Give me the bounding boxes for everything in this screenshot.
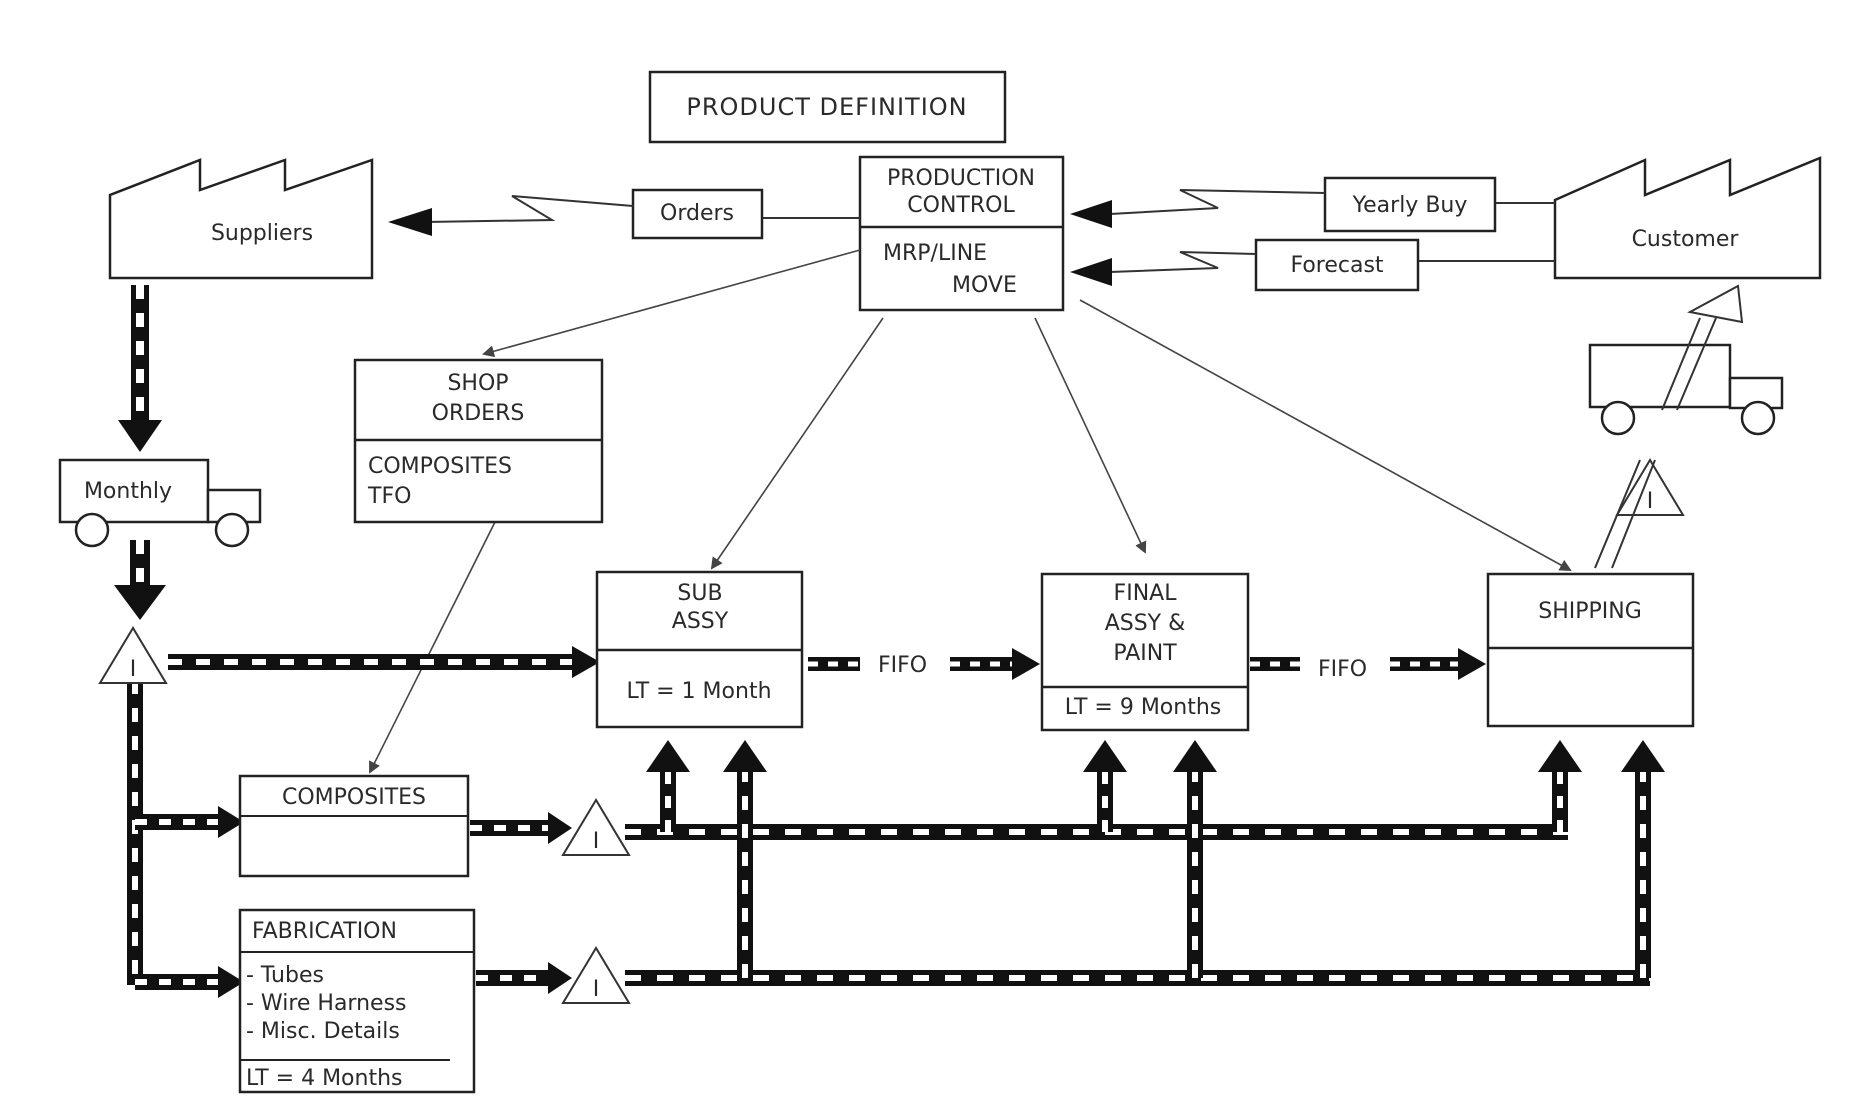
production-control-line2: CONTROL xyxy=(907,193,1015,218)
arrow-yearly-buy-icon xyxy=(1070,200,1112,228)
inventory-triangle-icon: I xyxy=(1615,458,1685,516)
fabrication-box: FABRICATION - Tubes - Wire Harness - Mis… xyxy=(238,908,476,1094)
final-assy-line3: PAINT xyxy=(1113,641,1177,666)
svg-text:I: I xyxy=(593,977,600,1002)
monthly-truck-icon: Monthly xyxy=(58,458,262,548)
inventory-triangle-icon: I xyxy=(561,946,631,1004)
monthly-label: Monthly xyxy=(84,479,172,504)
suppliers-label: Suppliers xyxy=(211,221,313,246)
product-definition-label: PRODUCT DEFINITION xyxy=(686,93,967,121)
shop-orders-box: SHOP ORDERS COMPOSITES TFO xyxy=(353,358,604,524)
customer-factory-icon: Customer xyxy=(1553,156,1822,280)
svg-text:I: I xyxy=(130,657,137,682)
shipment-truck-icon xyxy=(1588,343,1784,436)
shipping-label: SHIPPING xyxy=(1538,599,1642,624)
production-control-line1: PRODUCTION xyxy=(887,166,1035,191)
production-control-sub1: MRP/LINE xyxy=(883,241,987,266)
sub-assy-line2: ASSY xyxy=(672,609,729,634)
final-assy-line2: ASSY & xyxy=(1105,611,1186,636)
orders-flow: Orders xyxy=(388,188,860,240)
fabrication-item-misc: - Misc. Details xyxy=(246,1019,400,1044)
fifo-label-1: FIFO xyxy=(878,653,927,678)
fabrication-item-wire-harness: - Wire Harness xyxy=(246,991,407,1016)
final-assy-box: FINAL ASSY & PAINT LT = 9 Months xyxy=(1040,572,1250,732)
yearly-buy-flow: Yearly Buy xyxy=(1070,176,1555,233)
shop-orders-line2: ORDERS xyxy=(432,401,525,426)
production-control-box: PRODUCTION CONTROL MRP/LINE MOVE xyxy=(858,155,1065,312)
fabrication-lead-time: LT = 4 Months xyxy=(246,1066,403,1091)
customer-label: Customer xyxy=(1632,227,1740,252)
orders-label: Orders xyxy=(660,201,734,226)
arrow-to-suppliers-icon xyxy=(388,208,432,236)
production-control-sub2: MOVE xyxy=(952,273,1017,298)
suppliers-factory-icon: Suppliers xyxy=(108,158,374,280)
shipping-box: SHIPPING xyxy=(1486,572,1695,728)
inventory-triangle-icon: I xyxy=(98,626,168,684)
product-definition-box: PRODUCT DEFINITION xyxy=(648,70,1007,144)
final-assy-lead-time: LT = 9 Months xyxy=(1065,695,1222,720)
production-control-info-lines xyxy=(369,249,1572,774)
fifo-label-2: FIFO xyxy=(1318,657,1367,682)
shop-orders-sub1: COMPOSITES xyxy=(368,454,512,479)
shipment-outline-arrow-icon xyxy=(1594,284,1744,569)
fabrication-item-tubes: - Tubes xyxy=(246,963,324,988)
arrow-forecast-icon xyxy=(1070,258,1112,286)
forecast-flow: Forecast xyxy=(1070,238,1555,292)
sub-assy-line1: SUB xyxy=(677,581,722,606)
yearly-buy-label: Yearly Buy xyxy=(1352,193,1468,218)
push-flow-arrows xyxy=(114,285,1665,998)
shop-orders-line1: SHOP xyxy=(447,371,508,396)
final-assy-line1: FINAL xyxy=(1114,581,1178,606)
forecast-label: Forecast xyxy=(1290,253,1383,278)
sub-assy-box: SUB ASSY LT = 1 Month xyxy=(595,570,804,729)
composites-box: COMPOSITES xyxy=(238,774,470,878)
svg-text:I: I xyxy=(1647,489,1654,514)
sub-assy-lead-time: LT = 1 Month xyxy=(626,679,771,704)
shop-orders-sub2: TFO xyxy=(367,484,411,509)
composites-label: COMPOSITES xyxy=(282,785,426,810)
fabrication-title: FABRICATION xyxy=(252,919,397,944)
svg-text:I: I xyxy=(593,829,600,854)
inventory-triangle-icon: I xyxy=(561,798,631,856)
